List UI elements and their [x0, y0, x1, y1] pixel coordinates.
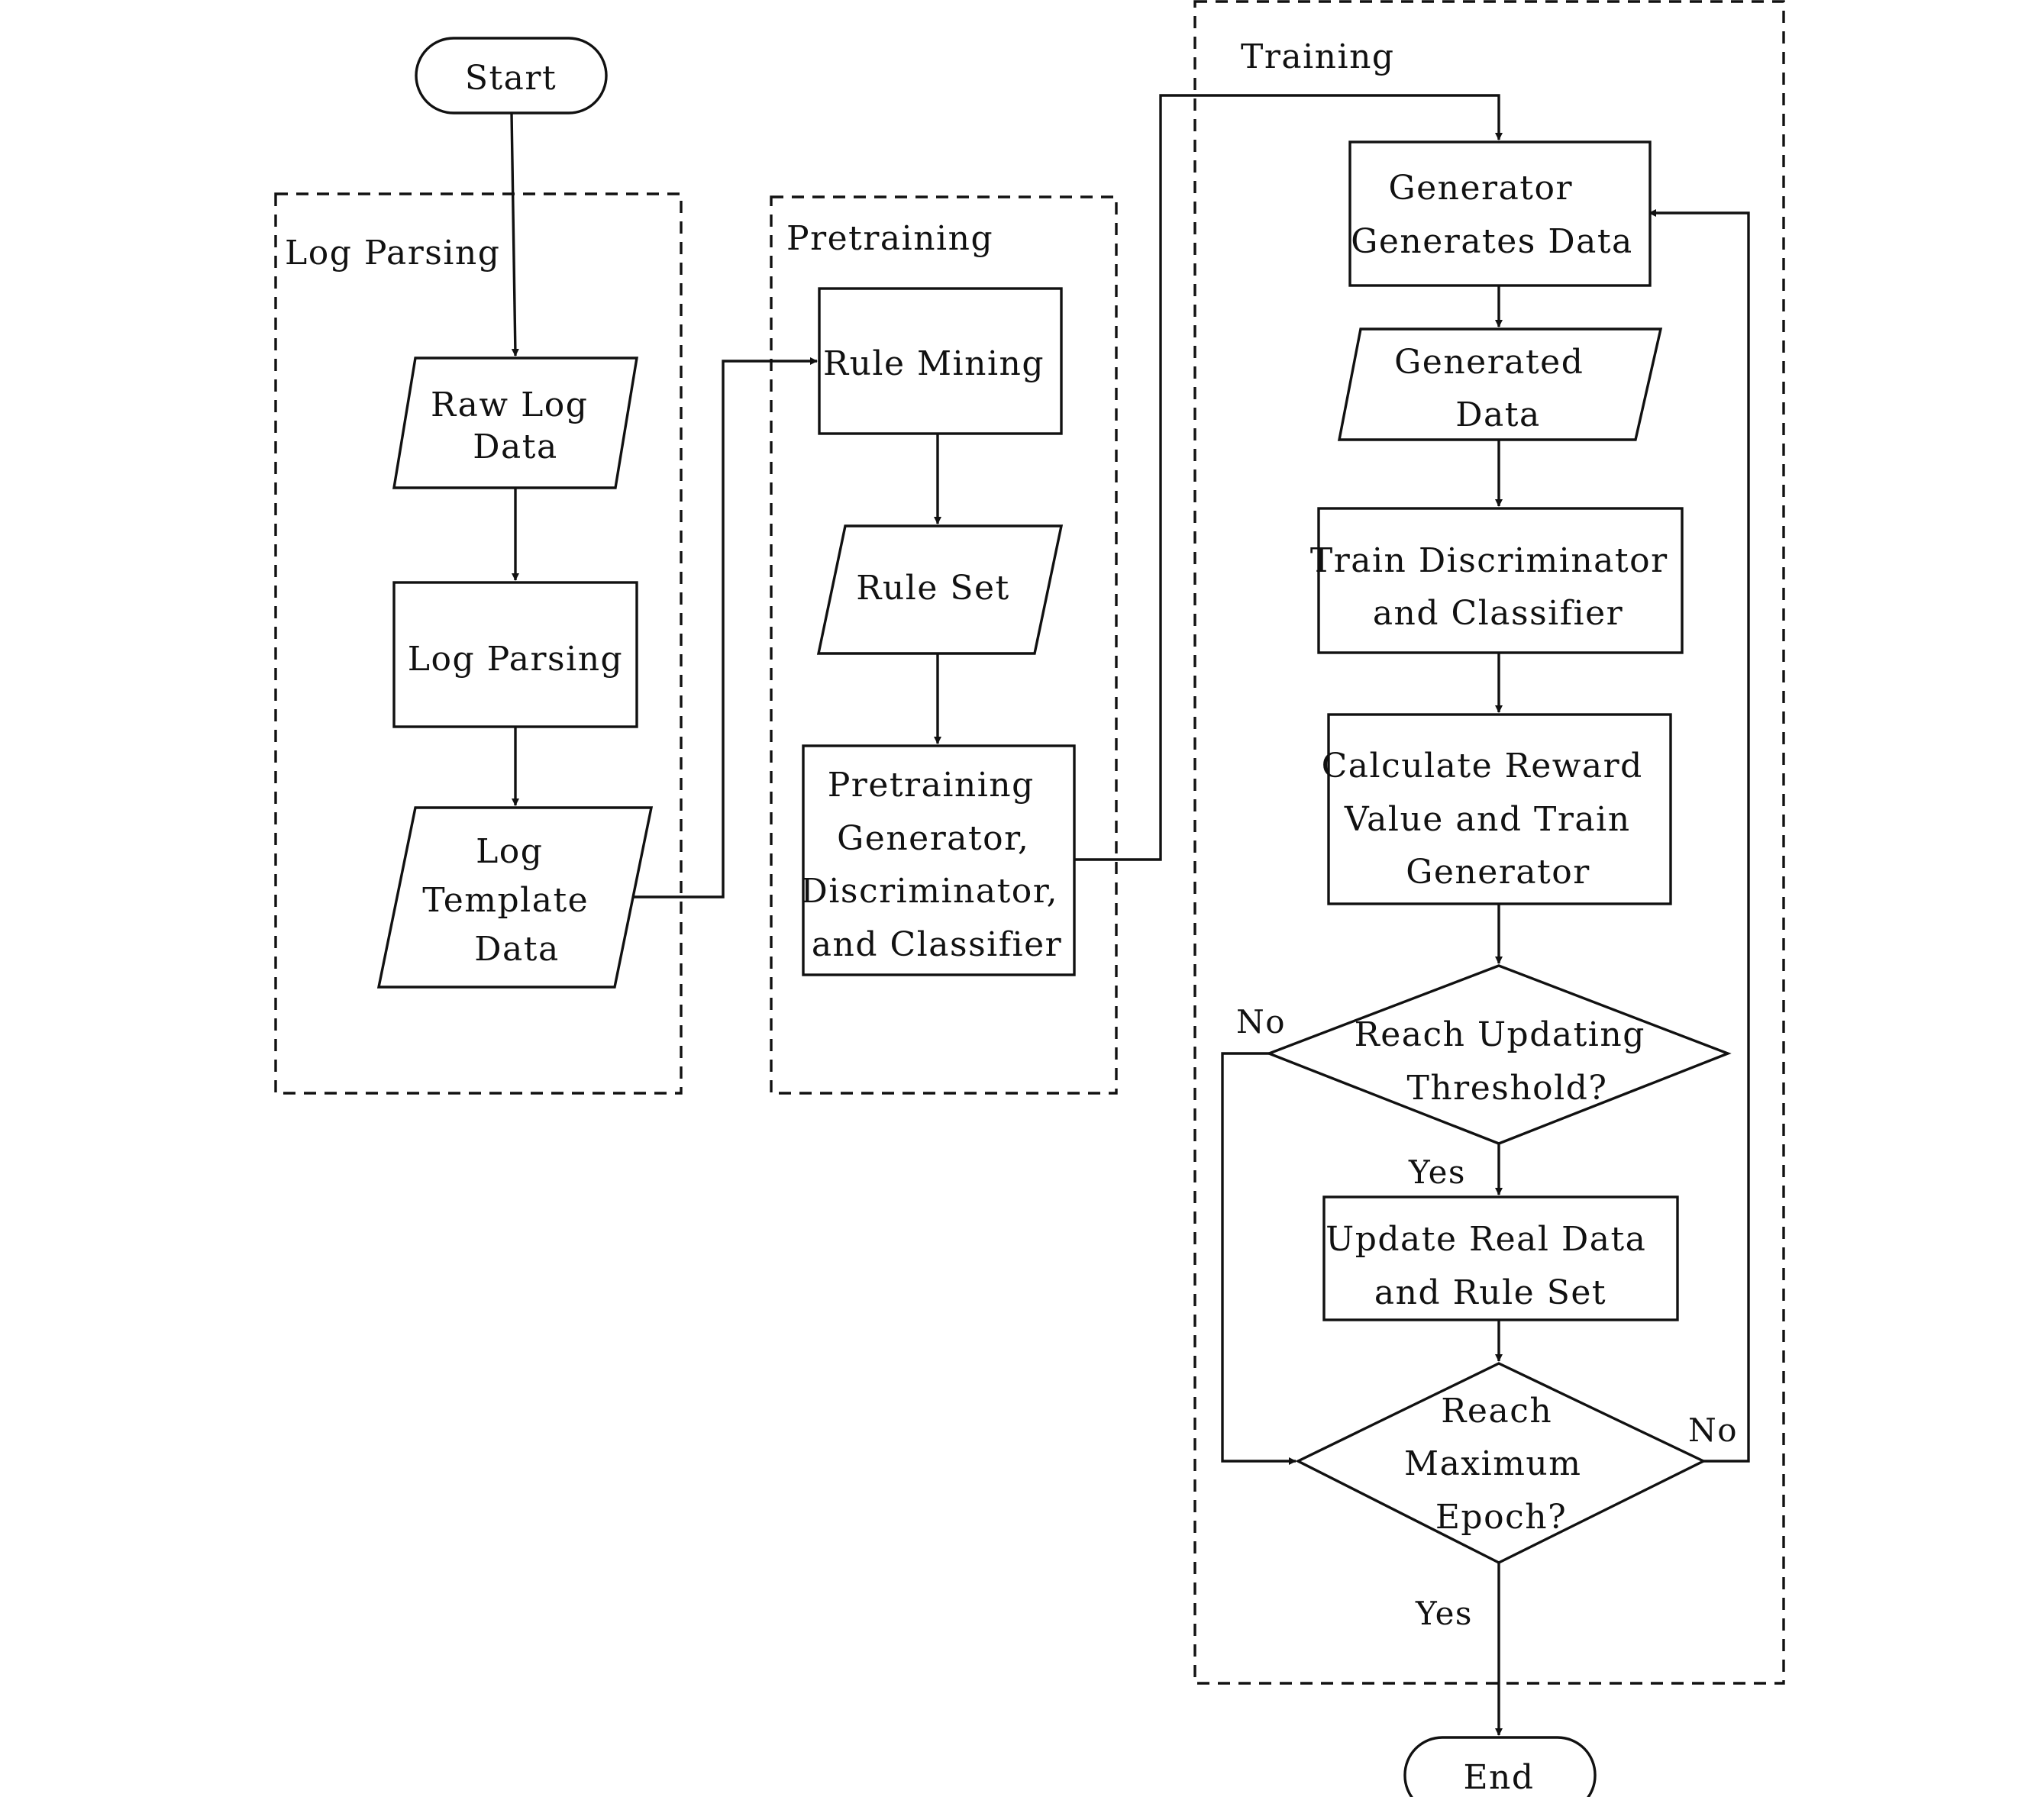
pretrain-gdc-node: [802, 744, 1076, 976]
raw-log-data-label: Raw Log Data: [431, 386, 600, 466]
log-parsing-label: Log Parsing: [408, 640, 623, 679]
start-label: Start: [465, 59, 557, 98]
updating-yes-label: Yes: [1408, 1153, 1466, 1191]
rule-mining-node: [818, 287, 1063, 435]
reach-max-label: Reach Maximum Epoch?: [1404, 1392, 1594, 1537]
update-real-node: [1322, 1195, 1679, 1321]
log-template-data-label: Log Template Data: [422, 832, 600, 969]
reach-updating-label: Reach Updating Threshold?: [1355, 1015, 1658, 1108]
generator-generates-label: Generator Generates Data: [1351, 169, 1633, 261]
generated-data-node: [1337, 327, 1663, 441]
training-group: [1193, 0, 1785, 1685]
updating-no-label: No: [1236, 1003, 1286, 1040]
log-parsing-group-label: Log Parsing: [285, 234, 500, 273]
pretraining-group-label: Pretraining: [786, 219, 993, 258]
start-node: [415, 37, 608, 115]
end-node: [1403, 1736, 1597, 1797]
raw-log-data-node: [392, 356, 639, 489]
rule-set-label: Rule Set: [856, 569, 1009, 608]
calc-reward-label: Calculate Reward Value and Train Generat…: [1322, 747, 1655, 892]
rule-mining-label: Rule Mining: [823, 344, 1045, 383]
edge-updating-no-to-max: [1221, 1052, 1296, 1465]
update-real-label: Update Real Data and Rule Set: [1326, 1220, 1658, 1312]
log-parsing-group: [274, 192, 683, 1095]
edge-max-no-to-generator: [1648, 209, 1750, 1463]
max-yes-label: Yes: [1415, 1595, 1473, 1632]
pretraining-group: [770, 195, 1118, 1095]
max-no-label: No: [1688, 1411, 1738, 1449]
calc-reward-node: [1327, 713, 1672, 905]
train-disc-node: [1317, 507, 1684, 654]
reach-updating-node: [1265, 964, 1732, 1145]
train-disc-label: Train Discriminator and Classifier: [1310, 541, 1680, 633]
rule-set-node: [816, 524, 1064, 655]
training-group-label: Training: [1241, 37, 1395, 76]
log-template-data-node: [376, 806, 654, 989]
pretrain-gdc-label: Pretraining Generator, Discriminator, an…: [801, 766, 1070, 964]
reach-max-node: [1295, 1362, 1707, 1564]
edge-start-to-raw-log: [510, 112, 519, 356]
generator-generates-node: [1348, 140, 1652, 287]
log-parsing-node: [392, 581, 638, 728]
end-label: End: [1463, 1758, 1534, 1797]
edge-template-to-rule-mining: [631, 357, 818, 898]
generated-data-label: Generated Data: [1394, 343, 1596, 434]
edge-pretrain-to-generator: [1074, 94, 1503, 861]
